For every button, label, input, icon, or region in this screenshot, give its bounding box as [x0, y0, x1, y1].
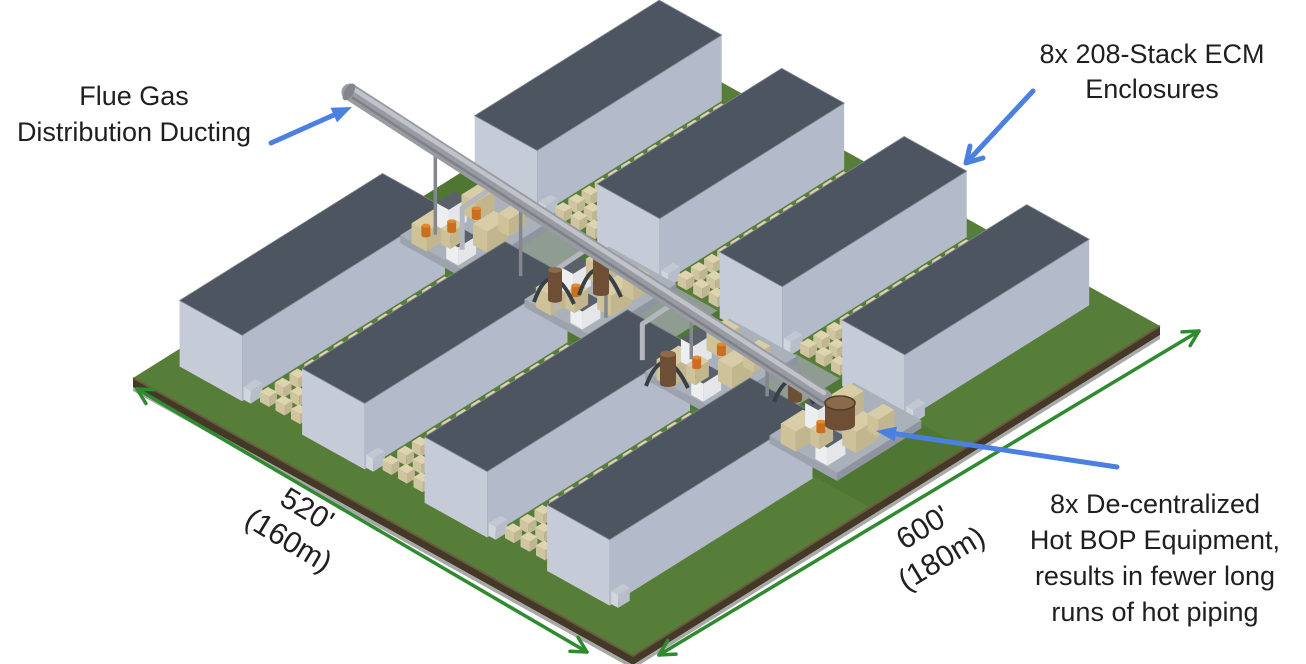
ecm-label-line1: 8x 208-Stack ECM [1039, 39, 1264, 69]
ecm-enclosure-building [423, 309, 691, 540]
ecm-enclosure-building [178, 173, 446, 404]
ecm-enclosure-building [718, 136, 968, 355]
hot-bop-main-tank [824, 395, 856, 431]
ecm-enclosure-building [841, 204, 1090, 424]
ecm-enclosures-label: 8x 208-Stack ECM Enclosures [1039, 39, 1264, 104]
hot-bop-label-line2: Hot BOP Equipment, [1030, 525, 1280, 555]
dimension-arrow-600ft [657, 329, 1201, 657]
hot-bop-arrow [876, 426, 1120, 470]
flue-gas-arrow [268, 107, 352, 146]
plant-3d-scene [132, 0, 1161, 664]
flue-gas-label-line2: Distribution Ducting [17, 117, 251, 147]
flue-gas-duct [341, 83, 833, 407]
ecm-enclosure-building [546, 377, 814, 608]
platform-edge [132, 325, 1161, 664]
hot-bop-tanks [532, 255, 816, 405]
hot-bop-label-line1: 8x De-centralized [1050, 489, 1260, 519]
flue-gas-label: Flue Gas Distribution Ducting [17, 81, 251, 147]
ecm-enclosures-arrow [963, 88, 1036, 166]
flue-gas-label-line1: Flue Gas [79, 81, 189, 111]
hot-bop-label-line4: runs of hot piping [1051, 597, 1258, 627]
hot-bop-label: 8x De-centralized Hot BOP Equipment, res… [1030, 489, 1280, 627]
hot-bop-label-line3: results in fewer long [1035, 561, 1275, 591]
dimension-arrow-520ft [135, 387, 589, 654]
ecm-label-line2: Enclosures [1085, 74, 1219, 104]
ecm-enclosure-building [596, 67, 845, 287]
